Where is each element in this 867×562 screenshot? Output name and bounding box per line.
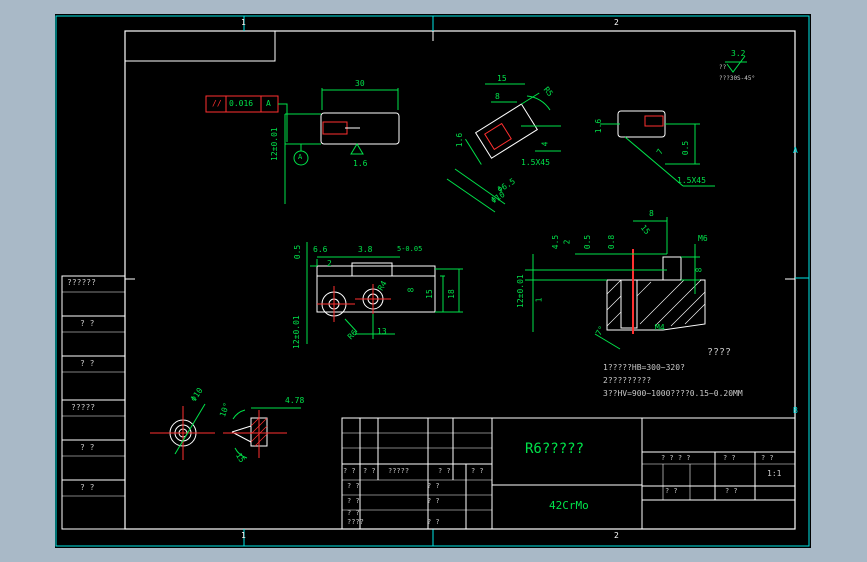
left-cell-4: ? ? (80, 443, 95, 452)
title-row-label-2: ????? (388, 467, 410, 475)
dim-6-6: 6.6 (313, 245, 328, 254)
title-row-label-4: ? ? (471, 467, 484, 475)
dim-3-8: 3.8 (358, 245, 373, 254)
dim-4-78: 4.78 (285, 396, 305, 405)
tolerance-ref: A (266, 99, 271, 108)
title-sub-label-2: ???? (347, 518, 364, 526)
dim-15-front: 15 (424, 289, 434, 299)
left-column-table (61, 275, 126, 530)
datum-a: A (298, 153, 303, 161)
outer-frame (55, 15, 810, 547)
dim-4-5: 4.5 (551, 234, 561, 250)
rough-1-6: 1.6 (353, 159, 368, 168)
dim-0-5-right: 0.5 (681, 140, 691, 156)
top-left-box (125, 31, 276, 62)
zone-label-right-a: A (793, 146, 798, 155)
zone-label-bottom-1: 1 (241, 531, 246, 540)
chamfer-right: 1.5X45 (677, 176, 706, 185)
dim-1-section: 1 (534, 297, 544, 303)
title-row-label-0: ? ? (343, 467, 356, 475)
dim-8-front: 8 (406, 287, 416, 293)
dim-2-section: 2 (562, 239, 572, 245)
notes-line-3: 3??HV=900~1000????0.15~0.20MM (603, 389, 743, 398)
title-sub-label-0: ? ? (347, 482, 360, 490)
notes-line-2: 2????????? (603, 376, 652, 385)
dim-height-front: 12±0.01 (292, 315, 301, 349)
left-cell-3: ????? (71, 403, 96, 412)
chamfer-angled: 1.5X45 (521, 158, 550, 167)
left-cell-2: ? ? (80, 359, 95, 368)
dim-8b-section: 8 (694, 267, 704, 273)
material: 42CrMo (549, 499, 589, 512)
notes-line-1: 1?????HB=300~320? (603, 363, 685, 372)
scale-value: 1:1 (767, 469, 782, 478)
rough-1-6-angled: 1.6 (455, 132, 465, 148)
dim-m4: M4 (655, 323, 665, 332)
roughness-symbol (725, 55, 747, 73)
zone-label-bottom-2: 2 (614, 531, 619, 540)
dim-0-8: 0.8 (607, 234, 617, 250)
dim-height-top: 12±0.01 (270, 127, 279, 161)
view-bottom-part (150, 403, 301, 460)
dim-0-5-front: 0.5 (293, 244, 303, 260)
title-sub2-label-0: ? ? (427, 482, 440, 490)
left-cell-1: ? ? (80, 319, 95, 328)
zone-label-right-b: B (793, 406, 798, 415)
dim-5-tol: 5-0.05 (397, 245, 423, 253)
dim-15-angled: 15 (497, 74, 507, 83)
zone-label-top-1: 1 (241, 18, 246, 27)
title-sub2-label-1: ? ? (427, 497, 440, 505)
view-section-part (525, 217, 706, 350)
drawing-viewport[interactable]: 1 2 1 2 A B 3.2 ?? ???30S-45° 30 // 0.01… (55, 14, 811, 548)
zone-label-top-2: 2 (614, 18, 619, 27)
dim-2-front: 2 (327, 259, 332, 268)
dim-4-angled: 4 (540, 141, 550, 147)
dim-m6: M6 (698, 234, 708, 243)
dim-8-section: 8 (649, 209, 654, 218)
dim-height-section: 12±0.01 (516, 274, 525, 308)
roughness-value: 3.2 (731, 49, 746, 58)
view-small-right-part (600, 110, 715, 187)
view-top-part (205, 88, 400, 204)
title-right-head-2: ? ? (761, 454, 774, 462)
part-name: R6????? (525, 441, 585, 457)
dim-0-5-section: 0.5 (583, 234, 593, 250)
dim-13: 13 (377, 327, 387, 336)
left-cell-0: ?????? (67, 278, 96, 287)
title-right-bottom-1: ? ? (725, 487, 738, 495)
title-block (341, 417, 796, 530)
roughness-left-mark: ?? (719, 64, 727, 71)
title-right-bottom-0: ? ? (665, 487, 678, 495)
title-sub-label-3: ? ? (347, 509, 360, 517)
left-cell-5: ? ? (80, 483, 95, 492)
dim-8-angled: 8 (495, 92, 500, 101)
rough-1-6-right: 1.6 (594, 118, 604, 134)
tolerance-value: 0.016 (229, 99, 254, 108)
title-row-label-3: ? ? (438, 467, 451, 475)
notes-heading: ???? (707, 347, 732, 358)
cad-drawing-canvas (55, 15, 810, 547)
tolerance-parallel: // (212, 99, 222, 108)
title-sub2-label-2: ? ? (427, 518, 440, 526)
view-angled-part (446, 83, 561, 213)
title-row-label-1: ? ? (363, 467, 376, 475)
title-right-head-1: ? ? (723, 454, 736, 462)
title-right-head-0: ? ? ? ? (661, 454, 691, 462)
roughness-note: ???30S-45° (719, 75, 756, 82)
dim-18: 18 (446, 289, 456, 299)
title-sub-label-1: ? ? (347, 497, 360, 505)
dim-30: 30 (355, 79, 365, 88)
view-front-part (306, 242, 463, 344)
